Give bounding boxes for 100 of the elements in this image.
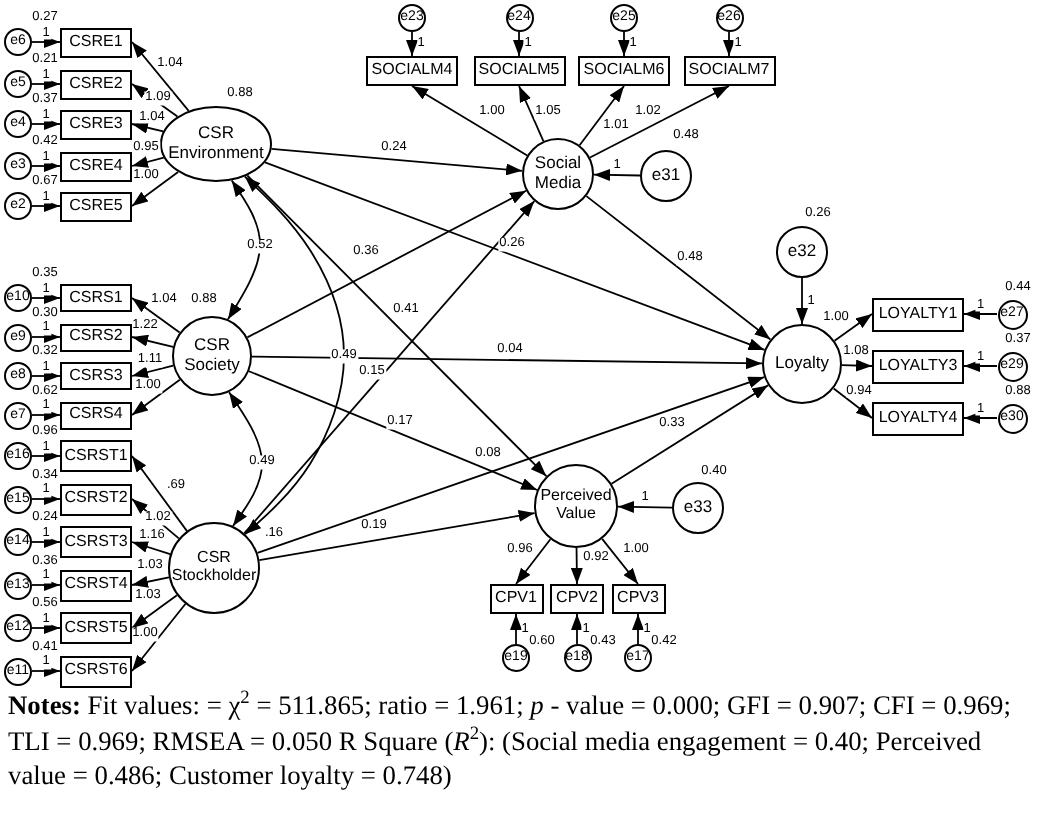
path-arrow (610, 384, 770, 485)
path-arrow (131, 83, 179, 118)
path-arrow (31, 78, 61, 90)
error-term-circle (4, 28, 32, 56)
variable-name: CSRS3 (69, 367, 123, 385)
variable-name: CSR Society (182, 336, 242, 376)
indicator-box (473, 56, 565, 86)
path-arrow (258, 509, 536, 562)
path-arrow (796, 277, 808, 325)
path-arrow (406, 31, 418, 57)
path-arrow (832, 387, 873, 419)
error-term-circle (4, 362, 32, 390)
path-arrow (31, 409, 61, 421)
variable-name: CSRE1 (69, 33, 123, 51)
path-arrow (131, 297, 181, 334)
variable-name: LOYALTY1 (878, 305, 958, 323)
path-arrow (585, 195, 772, 341)
latent-variable-circle (762, 324, 842, 404)
path-arrow (31, 665, 61, 677)
indicator-box (60, 612, 132, 644)
latent-variable-circle (534, 464, 618, 548)
indicator-box (60, 27, 132, 57)
path-arrow (31, 622, 61, 634)
error-term-circle (4, 192, 32, 220)
variable-name: CSRE3 (69, 115, 123, 133)
variable-name: CSRST3 (64, 533, 128, 551)
error-term-circle (563, 644, 591, 672)
indicator-box (578, 56, 670, 86)
indicator-box (60, 569, 132, 601)
indicator-box (60, 151, 132, 181)
path-arrow (131, 455, 188, 532)
variable-name: e31 (651, 166, 681, 186)
error-term-circle (624, 644, 652, 672)
indicator-box (60, 401, 132, 429)
covariance-arrow (243, 175, 345, 536)
variable-name: CSRS2 (69, 328, 123, 346)
path-arrow (256, 376, 766, 554)
path-arrow (131, 378, 181, 416)
path-arrow (593, 168, 641, 181)
variable-name: CSRST6 (64, 662, 128, 680)
path-arrow (31, 579, 61, 591)
variable-name: CPV1 (495, 590, 537, 608)
path-arrow (246, 189, 528, 339)
error-term-circle (4, 614, 32, 642)
variable-name: CSRST5 (64, 619, 128, 637)
error-term-circle (997, 403, 1027, 433)
indicator-box (60, 191, 132, 221)
indicator-box (60, 362, 132, 390)
variable-name: CSRS1 (69, 289, 123, 307)
error-term-circle (610, 4, 638, 32)
variable-name: SOCIALM5 (478, 62, 560, 80)
path-arrow (131, 603, 187, 672)
path-arrow (723, 31, 735, 57)
path-arrow (131, 156, 165, 168)
path-arrow (963, 412, 998, 424)
variable-name: CSRS4 (69, 406, 123, 424)
variable-name: CSRE4 (69, 157, 123, 175)
variable-name: CSRST4 (64, 576, 128, 594)
error-term-circle (4, 571, 32, 599)
error-term-circle (505, 4, 533, 32)
indicator-box (489, 584, 543, 614)
path-arrow (632, 613, 644, 645)
path-arrow (243, 200, 536, 535)
path-arrow (131, 171, 179, 207)
indicator-box (60, 323, 132, 351)
error-term-circle (640, 150, 692, 202)
path-arrow (31, 160, 61, 172)
error-term-circle (4, 657, 32, 685)
path-arrow (131, 498, 180, 540)
variable-name: CSRE2 (69, 75, 123, 93)
path-arrow (131, 334, 174, 348)
variable-name: SOCIALM4 (371, 62, 453, 80)
notes-caption: Notes: Fit values: = χ$^{2}$ = 511.865; ratio = 1.961; p - value = 0.000; GFI = 0.907; CFI = 0.969; TLI = 0.969; RMSEA = 0.050 R Square (R$^{2}$): (Social media engagement = 0.40; Perceived value = 0.486; Customer loyalty = 0.748) (8, 688, 1013, 793)
path-arrow (31, 493, 61, 505)
indicator-box (550, 584, 604, 614)
variable-name: SOCIALM7 (688, 62, 770, 80)
error-term-circle (997, 299, 1027, 329)
path-arrow (513, 31, 525, 57)
path-arrow (270, 147, 524, 176)
variable-name: e33 (683, 498, 713, 518)
path-arrow (578, 85, 625, 147)
indicator-box (872, 401, 964, 435)
path-arrow (841, 359, 873, 372)
variable-name: Social Media (532, 154, 584, 194)
indicator-box (60, 69, 132, 99)
latent-variable-circle (522, 138, 594, 210)
error-term-circle (4, 152, 32, 180)
variable-name: CSR Environment (166, 124, 266, 164)
variable-name: CSRE5 (69, 197, 123, 215)
path-arrow (31, 331, 61, 343)
variable-name: CSR Stockholder (169, 550, 259, 586)
path-arrow (510, 613, 522, 645)
path-arrow (515, 538, 552, 585)
indicator-box (60, 109, 132, 139)
path-arrow (570, 547, 583, 585)
error-term-circle (398, 4, 426, 32)
indicator-box (60, 440, 132, 472)
variable-name: SOCIALM6 (583, 62, 665, 80)
path-arrow (251, 355, 763, 370)
variable-name: CSRST1 (64, 447, 128, 465)
